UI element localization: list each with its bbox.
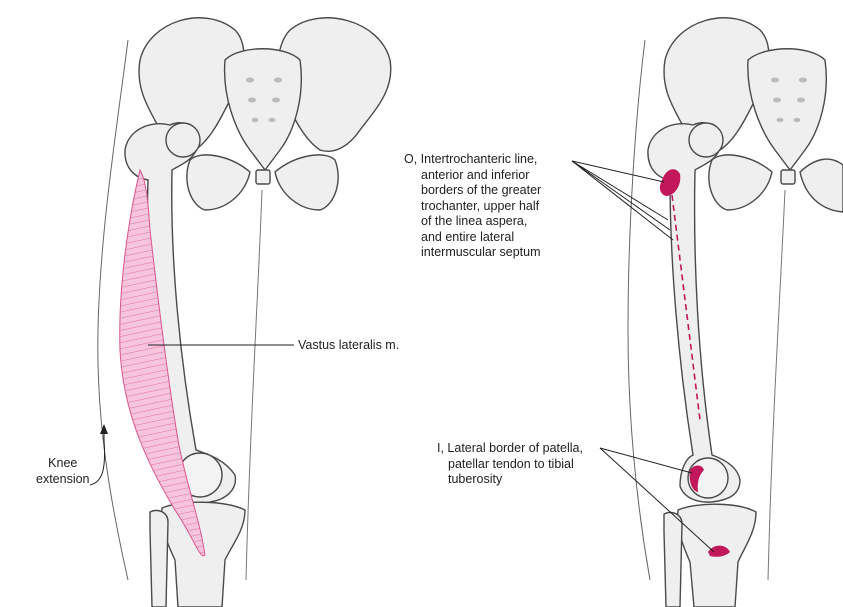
- left-leg-inner-outline: [245, 189, 263, 581]
- right-sacrum-foramina: [771, 77, 807, 123]
- action-label: Knee extension: [36, 456, 90, 487]
- knee-extension-arrow: [89, 430, 106, 486]
- left-pelvis: [138, 17, 392, 211]
- right-leg-outline: [627, 39, 651, 581]
- insertion-leader-lines: [599, 447, 715, 553]
- action-label-line-2: extension: [36, 471, 90, 486]
- origin-line-4: trochanter, upper half: [421, 198, 540, 213]
- origin-line-3: borders of the greater: [421, 183, 542, 197]
- insertion-label: I, Lateral border of patella, patellar t…: [437, 441, 583, 488]
- tibial-tuberosity-insertion-mark: [708, 545, 730, 557]
- muscle-label: Vastus lateralis m.: [298, 338, 400, 352]
- arrow-head: [100, 424, 108, 434]
- right-leg-inner-outline: [767, 189, 786, 581]
- origin-line-5: of the linea aspera,: [421, 214, 528, 228]
- origin-line-6: and entire lateral: [421, 229, 515, 244]
- origin-leader-lines: [571, 160, 674, 241]
- action-label-line-1: Knee: [48, 456, 78, 470]
- origin-label: O, Intertrochanteric line, anterior and …: [404, 152, 541, 261]
- left-figure: [89, 17, 392, 607]
- insertion-line-3: tuberosity: [448, 472, 503, 486]
- insertion-line-1: I, Lateral border of patella,: [437, 441, 583, 455]
- left-leg-outline: [97, 39, 129, 581]
- patella-insertion-mark: [689, 465, 704, 492]
- insertion-line-2: patellar tendon to tibial: [448, 456, 574, 471]
- origin-line-7: intermuscular septum: [421, 245, 541, 259]
- linea-aspera-dashed-line: [671, 194, 701, 421]
- vastus-lateralis-muscle: [119, 168, 206, 557]
- origin-line-1: O, Intertrochanteric line,: [404, 152, 538, 166]
- right-femur: [647, 122, 741, 503]
- right-figure: [627, 17, 843, 607]
- origin-line-2: anterior and inferior: [421, 167, 530, 182]
- left-sacrum-foramina: [246, 77, 282, 123]
- origin-attachment-mark: [659, 169, 681, 196]
- right-pelvis: [663, 17, 843, 213]
